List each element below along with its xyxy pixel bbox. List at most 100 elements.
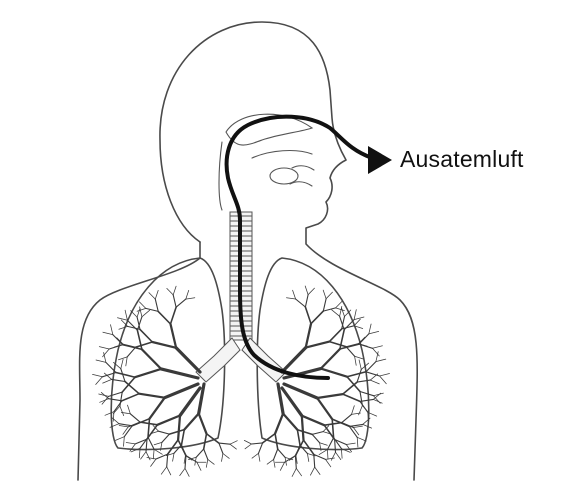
- bronchus-branch: [306, 342, 330, 348]
- bronchus-branch: [353, 426, 362, 427]
- bronchus-branch: [184, 414, 198, 430]
- bronchus-branch: [332, 310, 340, 317]
- bronchus-branch: [275, 434, 278, 449]
- bronchus-branch: [114, 401, 122, 412]
- bronchus-branch: [319, 450, 327, 455]
- arrowhead-right-icon: [368, 146, 392, 174]
- bronchus-branch: [103, 379, 112, 383]
- bronchus-branch: [354, 319, 360, 326]
- bronchus-branch: [204, 434, 207, 449]
- bronchus-branch: [355, 356, 357, 365]
- bronchus-branch: [126, 443, 135, 444]
- bronchus-branch: [312, 432, 323, 435]
- bronchus-branch: [342, 414, 352, 422]
- bronchus-branch: [135, 369, 161, 377]
- bronchus-branch: [148, 437, 154, 449]
- bronchus-branch: [147, 458, 156, 460]
- bronchus-branch: [326, 292, 332, 299]
- bronchus-branch: [204, 449, 208, 459]
- bronchus-branch: [151, 459, 156, 466]
- bronchus-branch: [274, 449, 278, 459]
- bronchus-branch: [280, 462, 284, 470]
- bronchus-branch: [154, 449, 162, 454]
- bronchus-branch: [297, 430, 312, 435]
- bronchus-branch: [302, 416, 325, 426]
- bronchus-branch: [171, 307, 177, 324]
- bronchus-branch: [127, 347, 135, 357]
- bronchus-branch: [115, 437, 124, 441]
- bronchus-branch: [125, 310, 127, 320]
- bronchus-branch: [314, 454, 326, 459]
- bronchus-branch: [360, 392, 374, 396]
- bronchus-branch: [296, 468, 301, 475]
- bronchus-branch: [344, 320, 354, 330]
- bronchus-branch: [186, 298, 195, 299]
- bronchus-branch: [185, 468, 189, 476]
- bronchus-branch: [140, 307, 142, 317]
- bronchus-branch: [157, 416, 180, 425]
- bronchus-branch: [137, 308, 140, 317]
- bronchus-branch: [119, 426, 128, 427]
- bronchus-branch: [363, 424, 372, 428]
- bronchus-branch: [196, 449, 204, 457]
- bronchus-branch: [321, 349, 340, 369]
- bronchus-branch: [312, 434, 319, 442]
- bronchus-branch: [342, 423, 354, 428]
- bronchus-branch: [327, 450, 328, 460]
- bronchus-branch: [230, 441, 237, 445]
- bronchus-branch: [282, 388, 302, 416]
- bronchus-branch: [103, 332, 113, 334]
- bronchus-branch: [359, 360, 361, 370]
- bronchus-branch: [109, 392, 123, 396]
- bronchus-branch: [342, 308, 345, 317]
- bronchus-branch: [308, 288, 314, 295]
- bronchus-branch: [158, 311, 170, 324]
- bronchus-branch: [208, 459, 214, 464]
- bronchus-branch: [259, 453, 260, 461]
- bronchus-branch: [321, 369, 347, 377]
- bronchus-branch: [169, 430, 184, 435]
- bronchus-branch: [278, 449, 285, 457]
- bronchus-branch: [329, 342, 346, 347]
- bronchus-branch: [199, 414, 207, 434]
- bronchus-branch: [111, 325, 113, 335]
- bronchus-branch: [357, 437, 366, 441]
- bronchus-branch: [180, 388, 200, 416]
- bronchus-branch: [275, 414, 283, 434]
- bronchus-branch: [206, 459, 208, 467]
- bronchus-branch: [141, 452, 146, 459]
- bronchus-branch: [101, 392, 108, 398]
- bronchus-branch: [310, 467, 314, 475]
- bronchus-branch: [354, 317, 364, 320]
- bronchus-branch: [219, 443, 223, 453]
- bronchus-branch: [162, 434, 170, 442]
- bronchus-branch: [311, 311, 323, 324]
- bronchus-branch: [369, 324, 371, 334]
- bronchus-branch: [223, 454, 229, 459]
- bronchus-branch: [373, 346, 383, 349]
- bronchus-branch: [109, 345, 123, 349]
- bronchus-branch: [140, 329, 152, 342]
- bronchus-branch: [161, 467, 166, 474]
- bronchus-branch: [186, 290, 189, 299]
- bronchus-branch: [323, 290, 326, 299]
- palate: [252, 151, 312, 158]
- bronchus-branch: [293, 290, 296, 299]
- bronchus-branch: [357, 437, 358, 447]
- bronchus-branch: [120, 392, 122, 406]
- bronchus-branch: [267, 459, 274, 464]
- bronchus-branch: [370, 380, 379, 384]
- bronchus-branch: [380, 376, 387, 384]
- bronchus-branch: [222, 454, 223, 462]
- bronchus-branch: [152, 342, 176, 348]
- bronchus-branch: [154, 442, 162, 444]
- bronchus-branch: [282, 348, 306, 372]
- bronchus-branch: [96, 360, 106, 362]
- bronchus-branch: [127, 320, 137, 330]
- bronchus-branch: [153, 449, 154, 459]
- bronchus-branch: [360, 401, 368, 412]
- bronchus-branch: [155, 299, 158, 311]
- bronchus-branch: [105, 412, 114, 416]
- bronchus-branch: [176, 299, 186, 307]
